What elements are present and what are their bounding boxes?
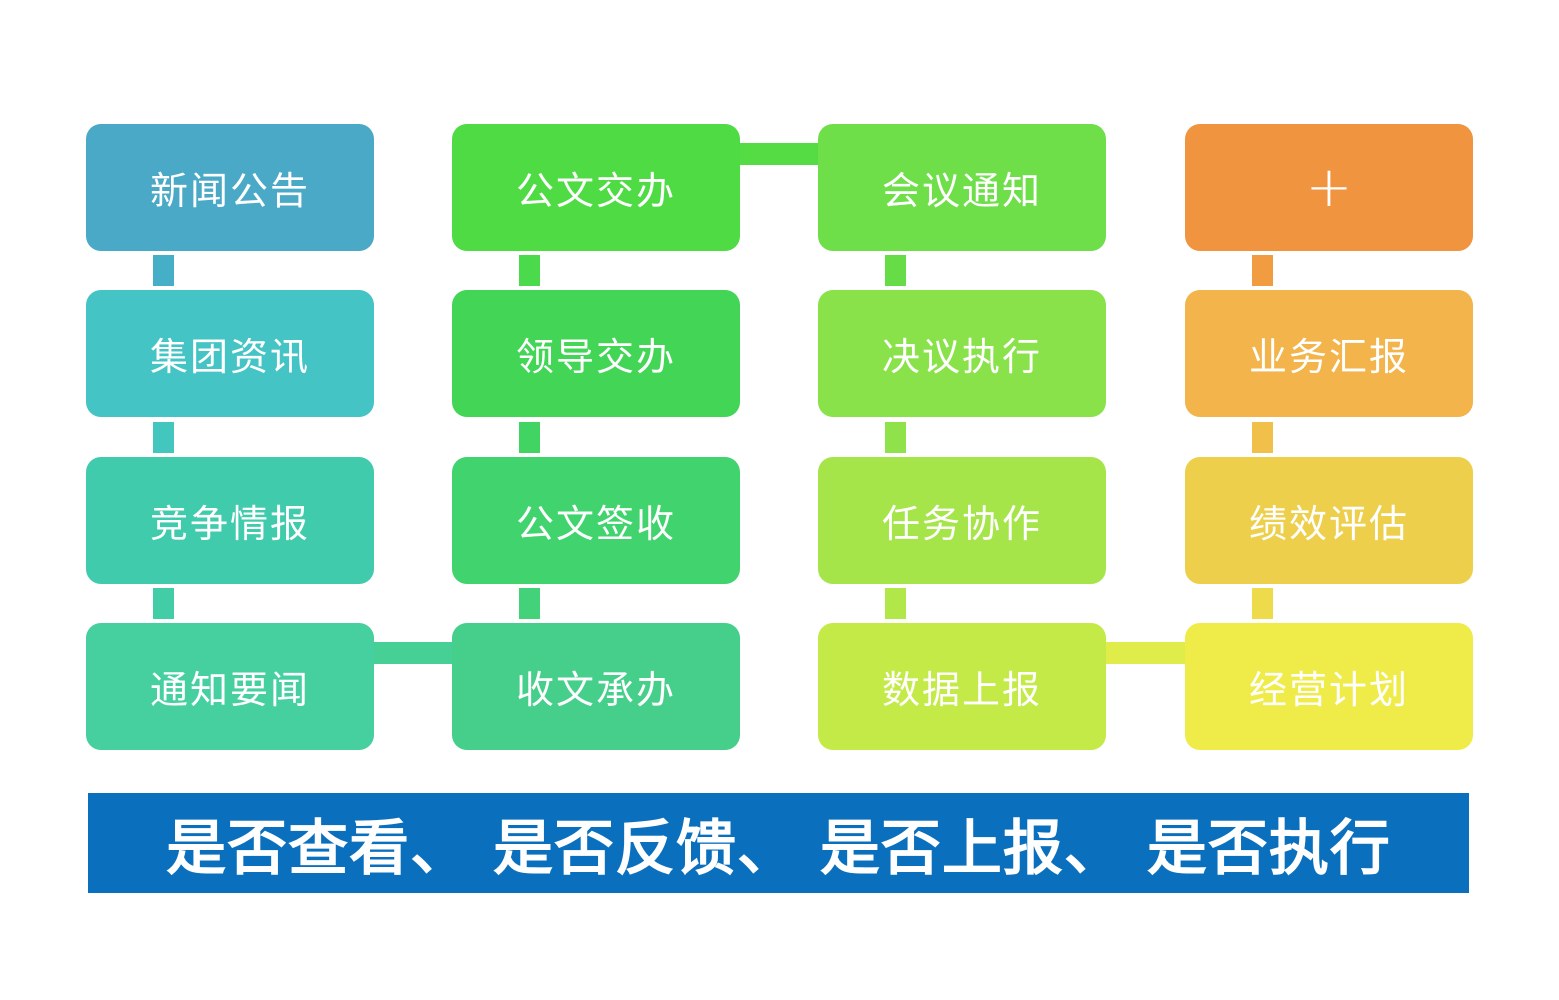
box-label-notice-highlights: 通知要闻 bbox=[149, 668, 310, 712]
box-group-information: 集团资讯 bbox=[86, 290, 374, 417]
box-label-task-collaboration: 任务协作 bbox=[881, 502, 1042, 546]
box-add-plus: + bbox=[1185, 124, 1473, 251]
box-label-business-plan: 经营计划 bbox=[1248, 668, 1409, 712]
box-label-data-reporting: 数据上报 bbox=[881, 668, 1042, 712]
box-label-business-report: 业务汇报 bbox=[1248, 335, 1409, 379]
connector-vertical-col3-gap2 bbox=[885, 422, 906, 453]
connector-vertical-col4-gap2 bbox=[1252, 422, 1273, 453]
box-competitive-intelligence: 竞争情报 bbox=[86, 457, 374, 584]
connector-vertical-col4-gap1 bbox=[1252, 255, 1273, 286]
box-resolution-execution: 决议执行 bbox=[818, 290, 1106, 417]
connector-vertical-col2-gap3 bbox=[519, 588, 540, 619]
connector-vertical-col3-gap1 bbox=[885, 255, 906, 286]
box-business-plan: 经营计划 bbox=[1185, 623, 1473, 750]
box-label-news-announcement: 新闻公告 bbox=[149, 169, 310, 213]
box-performance-evaluation: 绩效评估 bbox=[1185, 457, 1473, 584]
box-label-incoming-document-handling: 收文承办 bbox=[515, 668, 676, 712]
connector-vertical-col3-gap3 bbox=[885, 588, 906, 619]
connector-horizontal-document-assignment-meeting-notice bbox=[740, 143, 818, 165]
box-news-announcement: 新闻公告 bbox=[86, 124, 374, 251]
box-leader-assignment: 领导交办 bbox=[452, 290, 740, 417]
box-task-collaboration: 任务协作 bbox=[818, 457, 1106, 584]
connector-vertical-col2-gap1 bbox=[519, 255, 540, 286]
box-label-competitive-intelligence: 竞争情报 bbox=[149, 502, 310, 546]
box-document-sign-receipt: 公文签收 bbox=[452, 457, 740, 584]
connector-vertical-col1-gap1 bbox=[153, 255, 174, 286]
box-label-leader-assignment: 领导交办 bbox=[515, 335, 676, 379]
connector-vertical-col1-gap3 bbox=[153, 588, 174, 619]
box-incoming-document-handling: 收文承办 bbox=[452, 623, 740, 750]
box-meeting-notice: 会议通知 bbox=[818, 124, 1106, 251]
box-business-report: 业务汇报 bbox=[1185, 290, 1473, 417]
connector-vertical-col4-gap3 bbox=[1252, 588, 1273, 619]
connector-horizontal-notice-highlights-incoming-document-handling bbox=[374, 642, 452, 664]
box-label-resolution-execution: 决议执行 bbox=[881, 335, 1042, 379]
box-label-document-sign-receipt: 公文签收 bbox=[515, 502, 676, 546]
bottom-banner: 是否查看、 是否反馈、 是否上报、 是否执行 bbox=[88, 793, 1469, 893]
box-label-meeting-notice: 会议通知 bbox=[881, 169, 1042, 213]
box-data-reporting: 数据上报 bbox=[818, 623, 1106, 750]
box-label-performance-evaluation: 绩效评估 bbox=[1248, 502, 1409, 546]
connector-vertical-col2-gap2 bbox=[519, 422, 540, 453]
box-notice-highlights: 通知要闻 bbox=[86, 623, 374, 750]
box-label-document-assignment: 公文交办 bbox=[515, 169, 676, 213]
connector-vertical-col1-gap2 bbox=[153, 422, 174, 453]
box-label-group-information: 集团资讯 bbox=[149, 335, 310, 379]
bottom-banner-text: 是否查看、 是否反馈、 是否上报、 是否执行 bbox=[166, 813, 1391, 884]
plus-icon: + bbox=[1305, 155, 1353, 220]
connector-horizontal-data-reporting-business-plan bbox=[1106, 642, 1185, 664]
box-document-assignment: 公文交办 bbox=[452, 124, 740, 251]
